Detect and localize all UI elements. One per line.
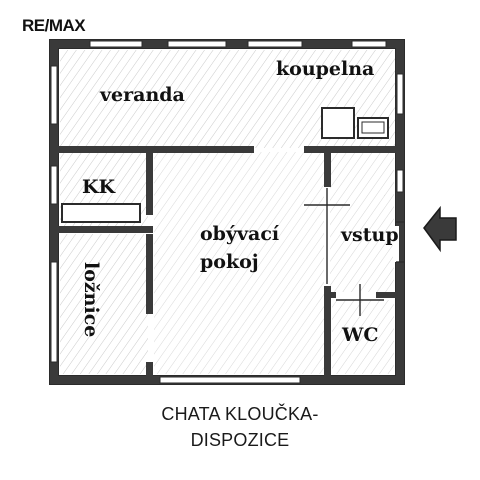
wall-veranda-south-left bbox=[58, 146, 254, 153]
remax-logo: RE/MAX bbox=[22, 16, 86, 35]
window-left-1 bbox=[50, 65, 58, 125]
wall-wc-north-left bbox=[324, 292, 336, 298]
room-label-kk: KK bbox=[82, 176, 116, 198]
obyvaci-floor bbox=[154, 152, 324, 374]
wall-veranda-south-right bbox=[304, 146, 396, 153]
caption-title-line2: DISPOZICE bbox=[190, 430, 290, 450]
room-floors bbox=[60, 50, 398, 374]
interior-walls bbox=[58, 146, 396, 376]
wc-floor bbox=[332, 300, 394, 374]
window-right-1 bbox=[396, 73, 404, 115]
wall-kk-east bbox=[146, 153, 153, 215]
arrow-left-icon bbox=[423, 205, 457, 253]
wall-kk-south bbox=[58, 226, 153, 233]
room-label-obyvaci-pokoj: obývací pokoj bbox=[200, 220, 279, 276]
wall-obyvaci-east-lower bbox=[324, 286, 331, 376]
loznice-floor bbox=[60, 234, 148, 374]
room-label-koupelna: koupelna bbox=[276, 58, 375, 80]
wall-right bbox=[396, 40, 404, 384]
window-top-2 bbox=[167, 40, 227, 48]
room-label-obyvaci-line1: obývací bbox=[200, 223, 280, 245]
window-top-4 bbox=[351, 40, 387, 48]
wall-loznice-east-lower bbox=[146, 362, 153, 376]
door-marks bbox=[304, 188, 404, 316]
vstup-floor bbox=[330, 152, 394, 292]
washbasin-inner bbox=[361, 121, 385, 134]
room-label-wc: WC bbox=[342, 324, 379, 346]
bathroom-fixtures bbox=[321, 107, 389, 139]
room-label-vstup: vstup bbox=[341, 224, 399, 246]
kitchen-counter bbox=[61, 203, 141, 223]
window-bottom-1 bbox=[159, 376, 301, 384]
window-top-1 bbox=[89, 40, 143, 48]
wall-wc-north-right bbox=[376, 292, 396, 298]
windows bbox=[50, 40, 404, 384]
window-left-3 bbox=[50, 261, 58, 363]
room-label-obyvaci-line2: pokoj bbox=[200, 251, 259, 273]
room-label-veranda: veranda bbox=[100, 84, 185, 106]
window-left-2 bbox=[50, 165, 58, 205]
wall-loznice-east bbox=[146, 234, 153, 314]
wall-obyvaci-east-upper bbox=[324, 153, 331, 187]
caption-title-line1: CHATA KLOUČKA- bbox=[161, 404, 319, 424]
window-top-3 bbox=[247, 40, 303, 48]
shower-box bbox=[321, 107, 355, 139]
wall-top bbox=[50, 40, 404, 48]
window-right-2 bbox=[396, 169, 404, 193]
room-label-loznice: ložnice bbox=[80, 262, 102, 338]
wall-left bbox=[50, 40, 58, 384]
